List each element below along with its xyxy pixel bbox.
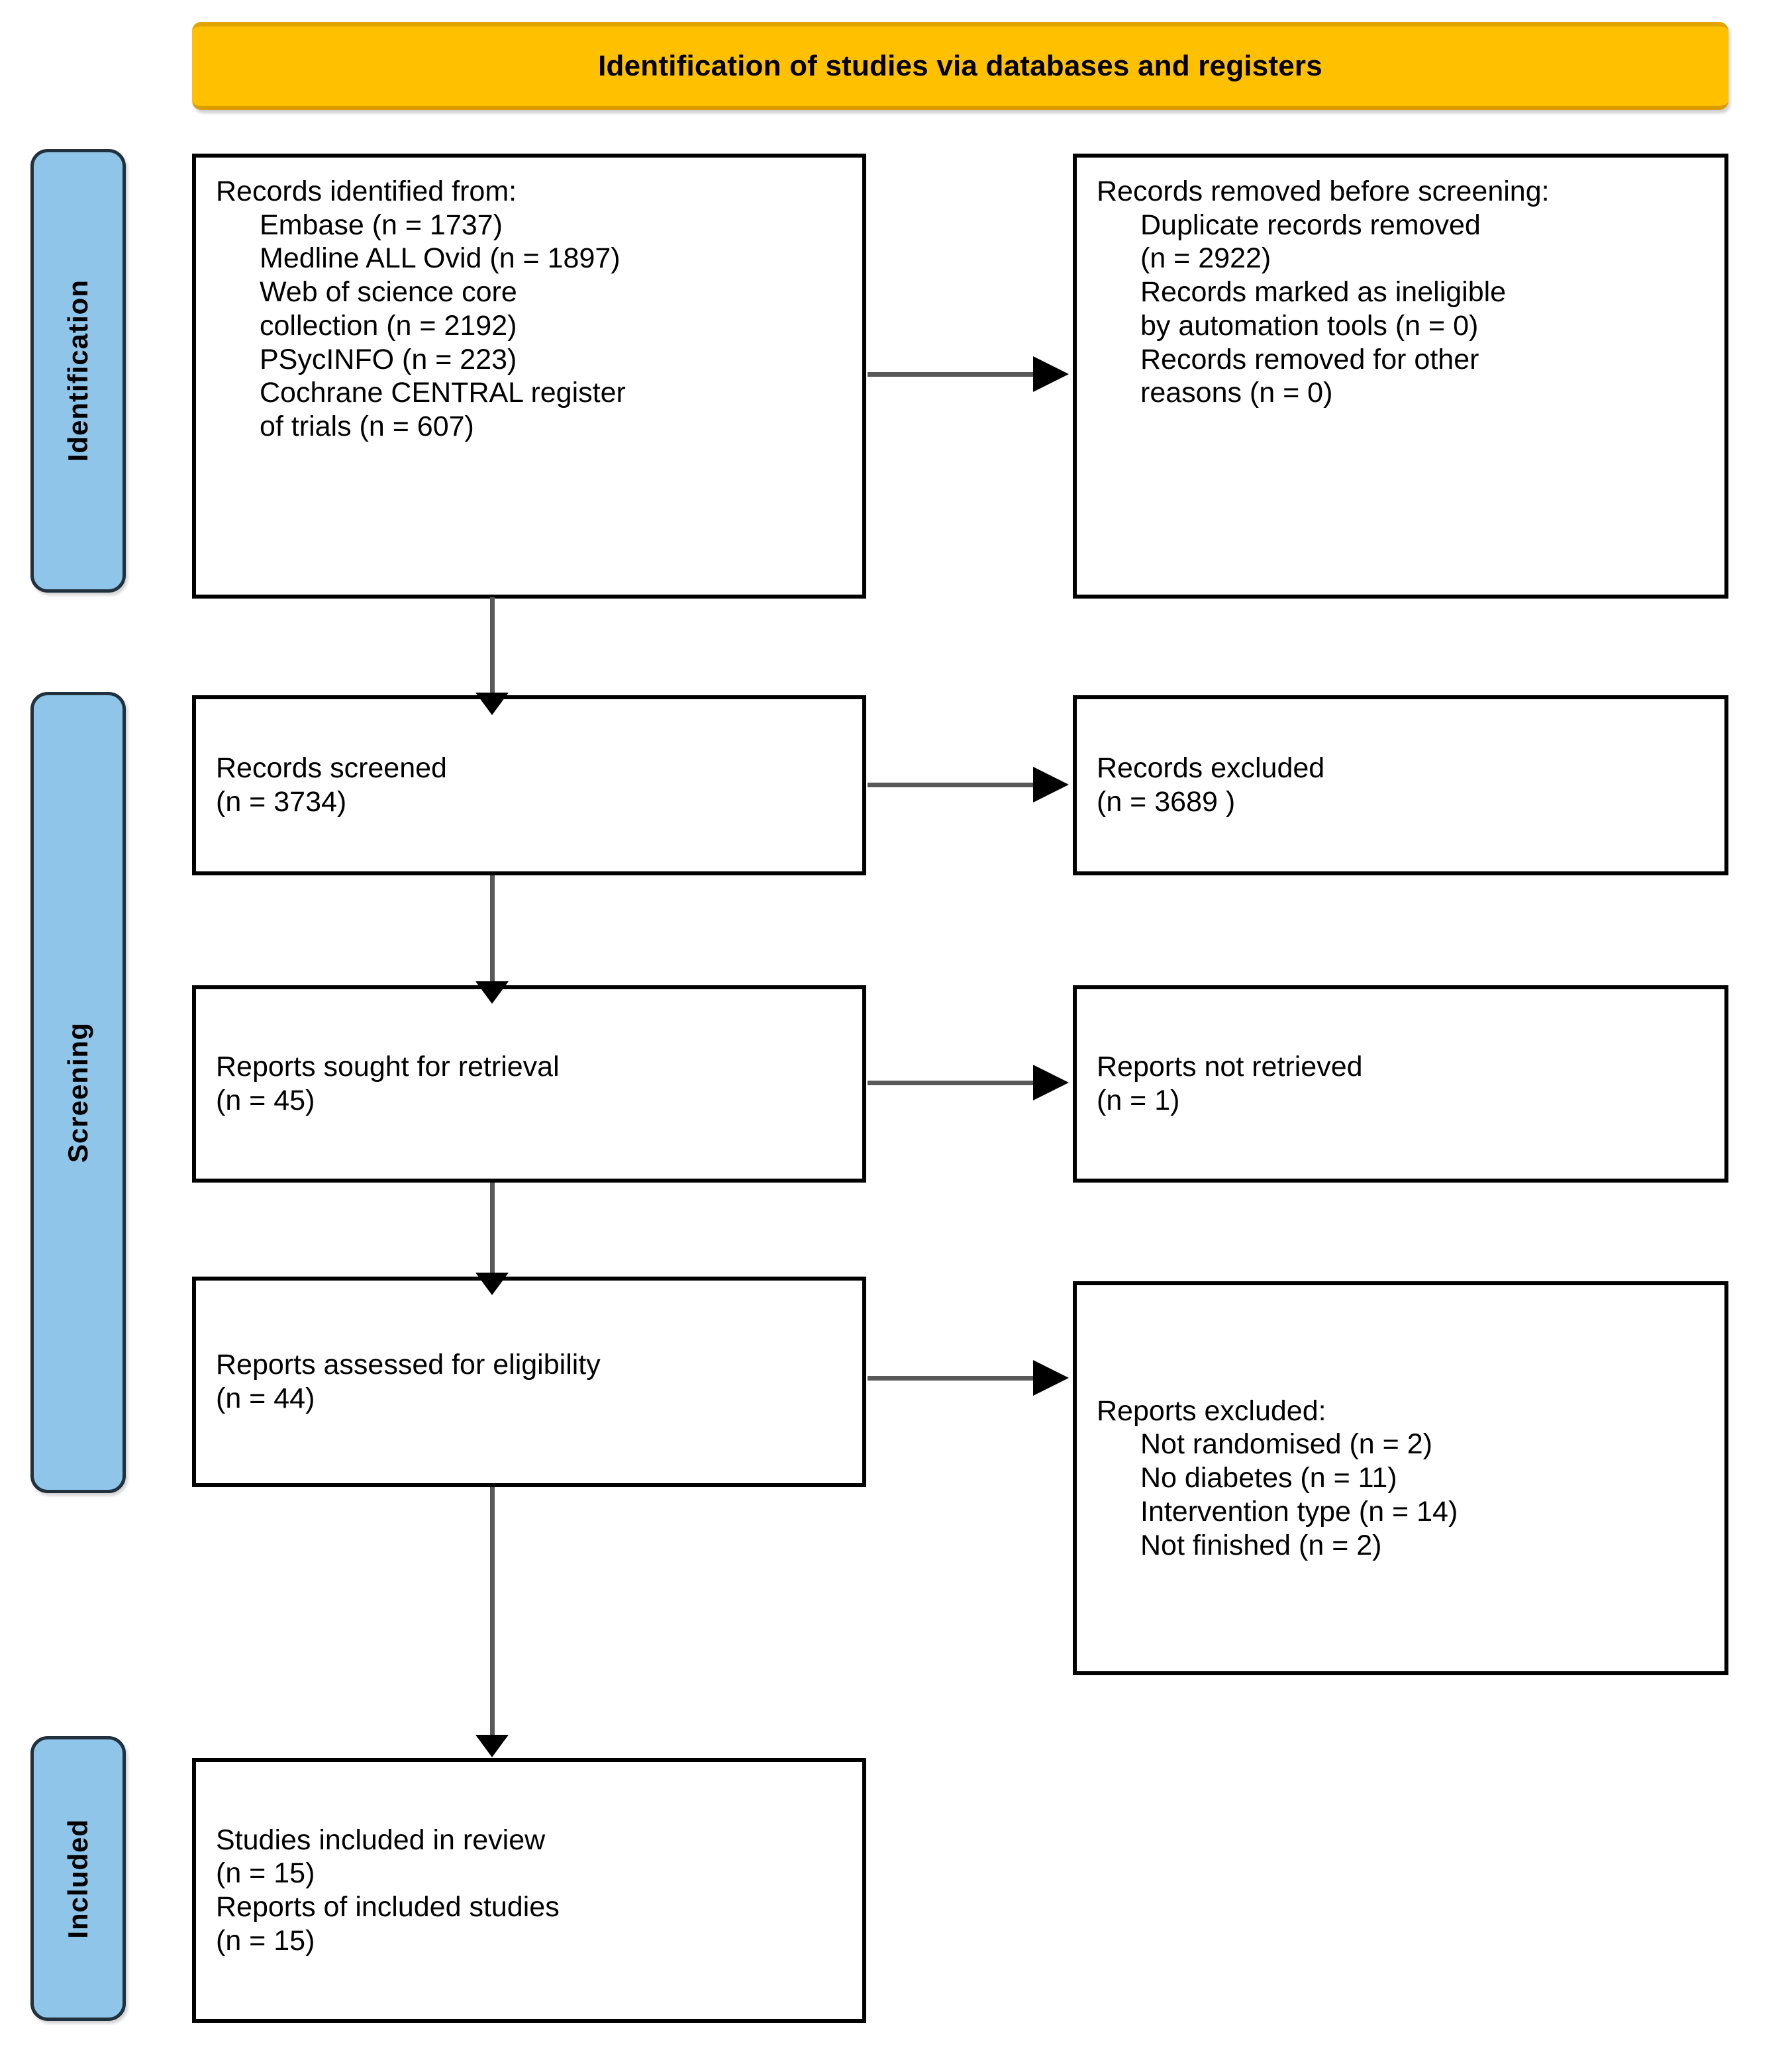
reports-sought-count: (n = 45) [216,1085,315,1116]
box-reports-excluded: Reports excluded: Not randomised (n = 2)… [1073,1281,1728,1675]
stage-label-included-text: Included [62,1818,93,1939]
records-identified-item: of trials (n = 607) [260,411,474,443]
studies-included-title: Studies included in review [216,1824,546,1856]
arrow-sought-to-assessed [475,1183,509,1295]
arrow-assessed-to-included [475,1487,509,1757]
records-removed-item: Duplicate records removed [1140,209,1481,241]
records-identified-item: collection (n = 2192) [260,309,517,342]
reports-not-retrieved-count: (n = 1) [1097,1085,1180,1116]
studies-included-count: (n = 15) [216,1857,315,1890]
box-studies-included-in-review: Studies included in review (n = 15) Repo… [192,1758,866,2023]
records-identified-item: Medline ALL Ovid (n = 1897) [260,242,621,275]
records-removed-item: by automation tools (n = 0) [1140,309,1479,342]
stage-label-screening: Screening [30,692,126,1493]
reports-excluded-title: Reports excluded: [1097,1394,1326,1427]
box-reports-assessed-for-eligibility: Reports assessed for eligibility (n = 44… [192,1277,866,1487]
reports-excluded-item: Intervention type (n = 14) [1140,1495,1458,1528]
records-identified-item: PSycINFO (n = 223) [260,343,517,375]
arrow-identified-to-screened [475,597,509,715]
records-removed-item: Records marked as ineligible [1140,276,1507,309]
reports-of-included-studies-count: (n = 15) [216,1924,315,1957]
records-identified-title: Records identified from: [216,175,517,207]
records-excluded-title: Records excluded [1097,752,1325,785]
reports-excluded-item: Not finished (n = 2) [1140,1529,1382,1561]
box-reports-sought-for-retrieval: Reports sought for retrieval (n = 45) [192,985,866,1183]
records-screened-count: (n = 3734) [216,786,347,818]
reports-excluded-item: No diabetes (n = 11) [1140,1462,1397,1494]
records-identified-item: Embase (n = 1737) [260,209,503,241]
reports-sought-title: Reports sought for retrieval [216,1051,560,1083]
records-removed-title-tail: : [1541,175,1550,207]
box-records-identified: Records identified from: Embase (n = 173… [192,154,866,599]
arrow-screened-to-sought [475,875,509,1004]
records-removed-title-italic: before screening [1329,175,1542,207]
records-removed-item: (n = 2922) [1140,242,1271,275]
stage-label-identification-text: Identification [62,279,93,462]
box-reports-not-retrieved: Reports not retrieved (n = 1) [1073,985,1728,1183]
arrow-identified-to-removed [868,356,1069,392]
reports-of-included-studies-title: Reports of included studies [216,1891,560,1923]
records-removed-item: Records removed for other [1140,343,1479,375]
reports-assessed-count: (n = 44) [216,1383,315,1414]
banner-identification-header: Identification of studies via databases … [192,22,1728,110]
records-identified-item: Cochrane CENTRAL register [260,377,626,409]
stage-label-screening-text: Screening [62,1022,93,1163]
records-removed-title-plain: Records removed [1097,175,1330,207]
box-records-excluded: Records excluded (n = 3689 ) [1073,695,1728,875]
banner-title: Identification of studies via databases … [598,50,1322,82]
box-records-removed-before-screening: Records removed before screening: Duplic… [1073,154,1728,599]
box-records-screened: Records screened (n = 3734) [192,695,866,875]
records-excluded-count: (n = 3689 ) [1097,786,1236,818]
arrow-screened-to-excluded [868,767,1069,803]
records-removed-title: Records removed before screening: [1097,175,1705,209]
records-screened-title: Records screened [216,752,447,785]
reports-excluded-item: Not randomised (n = 2) [1140,1428,1432,1461]
stage-label-included: Included [30,1736,126,2021]
records-identified-item: Web of science core [260,276,517,309]
records-removed-item: reasons (n = 0) [1140,377,1333,409]
reports-assessed-title: Reports assessed for eligibility [216,1349,601,1381]
stage-label-identification: Identification [30,149,126,593]
arrow-sought-to-not-retrieved [868,1065,1069,1100]
arrow-assessed-to-reports-excluded [868,1360,1069,1396]
reports-not-retrieved-title: Reports not retrieved [1097,1051,1363,1083]
